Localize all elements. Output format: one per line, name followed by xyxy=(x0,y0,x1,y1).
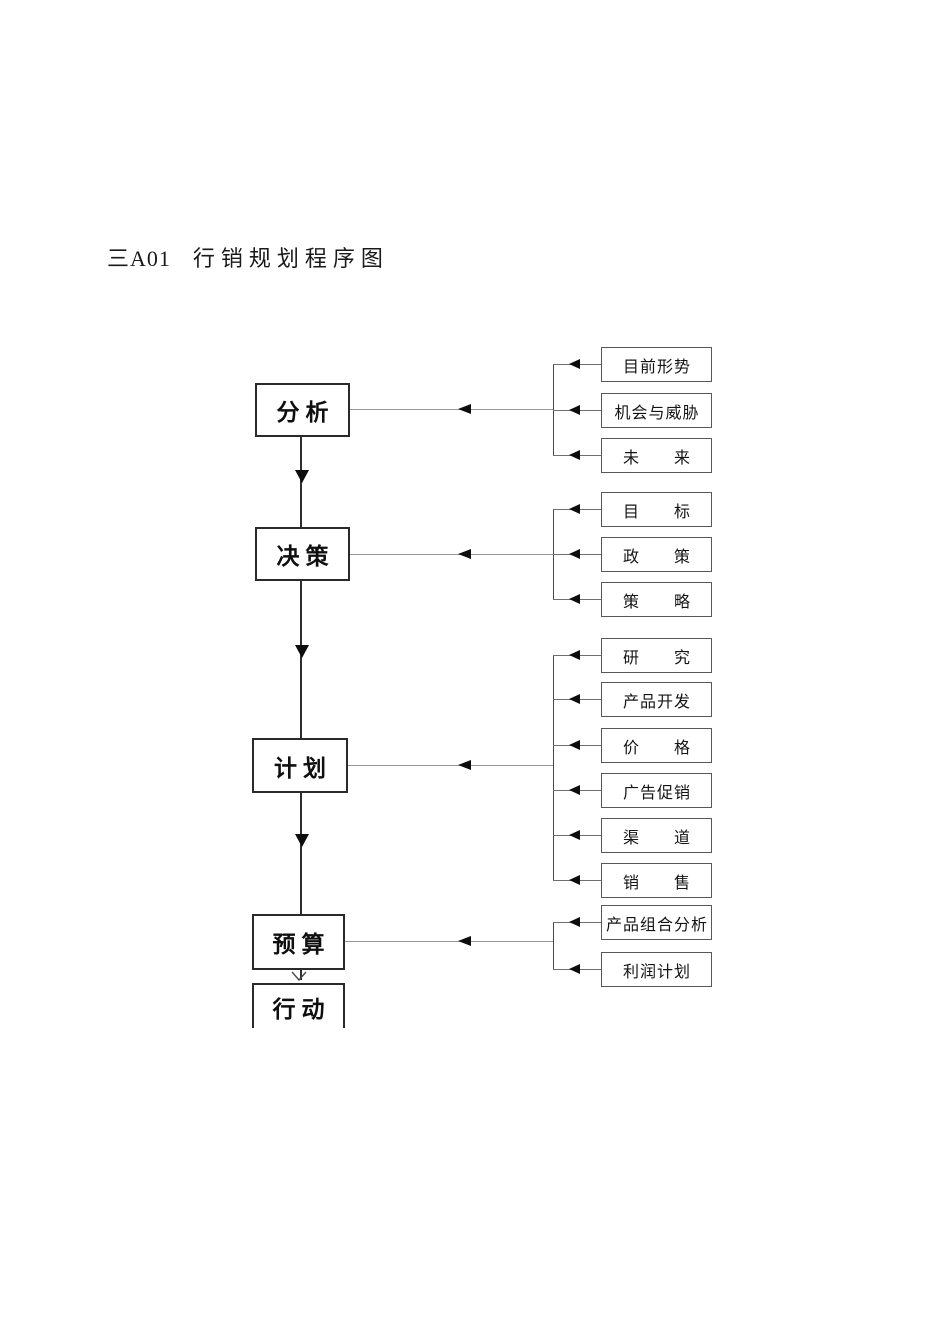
item-label: 利润计划 xyxy=(622,963,691,981)
item-label: 广告促销 xyxy=(622,784,691,802)
item-label: 未 来 xyxy=(622,449,691,467)
item-product-mix-analysis: 产品组合分析 xyxy=(601,905,712,940)
item-strategy: 策 略 xyxy=(601,582,712,617)
arrow-left-icon xyxy=(569,650,580,660)
flow-step-plan: 计划 xyxy=(252,738,348,793)
arrow-left-icon xyxy=(458,549,471,559)
flow-line-budget-action xyxy=(300,970,302,980)
item-opportunities-threats: 机会与威胁 xyxy=(601,393,712,428)
title-text: 行销规划程序图 xyxy=(192,246,389,271)
item-label: 产品开发 xyxy=(622,693,691,711)
flow-step-action: 行动 xyxy=(252,983,345,1028)
group-line-budget xyxy=(345,941,553,942)
arrow-left-icon xyxy=(458,936,471,946)
item-label: 政 策 xyxy=(622,548,691,566)
page-title: 三A01 行销规划程序图 xyxy=(107,241,389,273)
group-connector-budget xyxy=(553,922,554,970)
flow-step-budget: 预算 xyxy=(252,914,345,970)
arrow-left-icon xyxy=(458,404,471,414)
item-label: 目 标 xyxy=(622,503,691,521)
item-label: 价 格 xyxy=(622,739,691,757)
item-objectives: 目 标 xyxy=(601,492,712,527)
flow-step-label: 预算 xyxy=(272,932,331,957)
arrow-left-icon xyxy=(569,405,580,415)
arrow-down-icon xyxy=(295,645,309,658)
arrow-left-icon xyxy=(569,694,580,704)
item-price: 价 格 xyxy=(601,728,712,763)
group-line-decision xyxy=(350,554,553,555)
arrow-left-icon xyxy=(569,785,580,795)
item-future: 未 来 xyxy=(601,438,712,473)
item-label: 产品组合分析 xyxy=(605,916,708,934)
arrow-left-icon xyxy=(569,740,580,750)
arrow-down-icon xyxy=(295,470,309,483)
arrow-left-icon xyxy=(569,504,580,514)
flow-step-label: 分析 xyxy=(276,400,335,425)
item-product-development: 产品开发 xyxy=(601,682,712,717)
arrow-left-icon xyxy=(569,549,580,559)
arrow-down-icon xyxy=(295,834,309,847)
item-label: 机会与威胁 xyxy=(614,404,700,422)
arrow-left-icon xyxy=(569,450,580,460)
flow-step-analysis: 分析 xyxy=(255,383,350,437)
flow-step-label: 计划 xyxy=(274,755,332,781)
item-policy: 政 策 xyxy=(601,537,712,572)
arrow-down-open-icon xyxy=(291,971,307,981)
group-connector-plan xyxy=(553,655,554,881)
item-label: 策 略 xyxy=(622,593,691,611)
item-label: 销 售 xyxy=(622,874,691,892)
item-research: 研 究 xyxy=(601,638,712,673)
title-code: 三A01 xyxy=(107,246,171,271)
item-current-situation: 目前形势 xyxy=(601,347,712,382)
arrow-left-icon xyxy=(569,594,580,604)
item-label: 目前形势 xyxy=(622,358,691,376)
arrow-left-icon xyxy=(569,875,580,885)
flow-step-label: 决策 xyxy=(276,544,335,569)
flow-step-decision: 决策 xyxy=(255,527,350,581)
item-advertising-promotion: 广告促销 xyxy=(601,773,712,808)
item-profit-plan: 利润计划 xyxy=(601,952,712,987)
arrow-left-icon xyxy=(569,917,580,927)
item-sales: 销 售 xyxy=(601,863,712,898)
item-channel: 渠 道 xyxy=(601,818,712,853)
item-label: 渠 道 xyxy=(622,829,691,847)
arrow-left-icon xyxy=(569,830,580,840)
flow-line-decision-plan xyxy=(300,580,302,738)
flow-line-plan-budget xyxy=(300,793,302,914)
flow-step-label: 行动 xyxy=(272,996,331,1022)
arrow-left-icon xyxy=(458,760,471,770)
item-label: 研 究 xyxy=(622,649,691,667)
arrow-left-icon xyxy=(569,359,580,369)
group-line-analysis xyxy=(350,409,553,410)
arrow-left-icon xyxy=(569,964,580,974)
group-line-plan xyxy=(348,765,553,766)
